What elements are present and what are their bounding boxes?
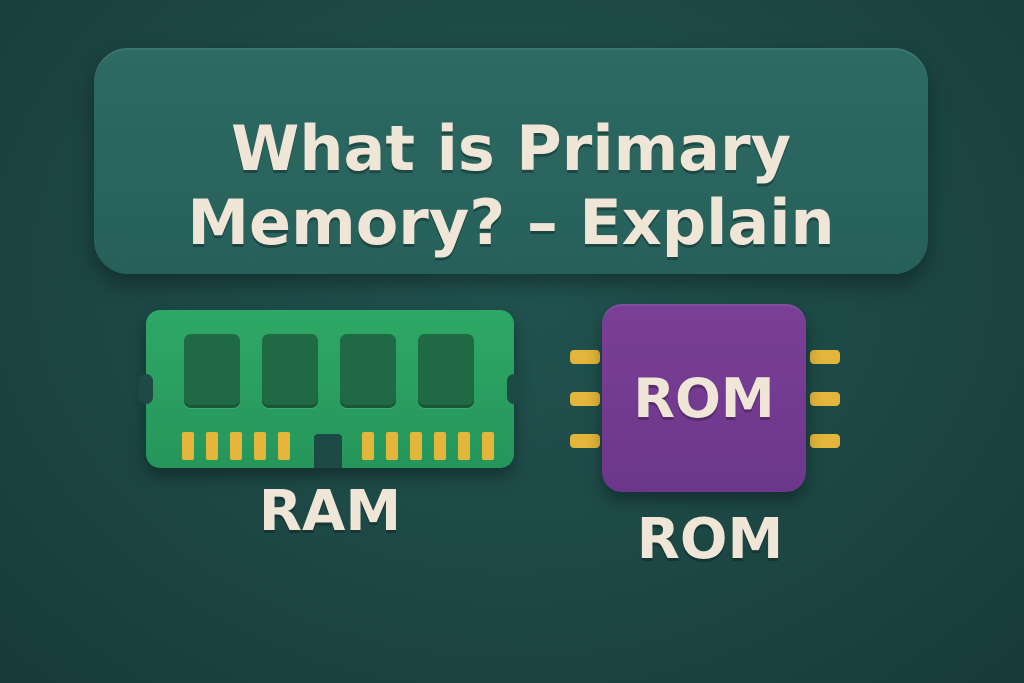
title-line-1: What is Primary <box>230 112 792 185</box>
ram-memory-chip <box>184 334 240 408</box>
rom-label: ROM <box>636 507 784 572</box>
ram-side-notch-right <box>507 374 521 404</box>
ram-contact-pin <box>230 432 242 460</box>
ram-contact-pin <box>458 432 470 460</box>
ram-memory-chip <box>418 334 474 408</box>
rom-chip-icon: ROM <box>570 300 850 500</box>
ram-key-notch <box>314 434 342 468</box>
ram-memory-chip <box>340 334 396 408</box>
rom-pin-left <box>570 392 600 406</box>
ram-stick-icon <box>139 310 521 468</box>
ram-contact-pin <box>386 432 398 460</box>
ram-contact-pin <box>362 432 374 460</box>
rom-pin-left <box>570 350 600 364</box>
ram-contact-pin <box>254 432 266 460</box>
rom-pin-right <box>810 392 840 406</box>
rom-chip-text: ROM <box>633 366 775 430</box>
ram-label: RAM <box>258 479 402 544</box>
ram-contact-pin <box>206 432 218 460</box>
rom-chip-body <box>602 304 806 492</box>
rom-pin-left <box>570 434 600 448</box>
ram-contact-pin <box>278 432 290 460</box>
ram-contact-pin <box>482 432 494 460</box>
ram-contact-pin <box>434 432 446 460</box>
rom-pin-right <box>810 350 840 364</box>
title-card: What is Primary Memory? – Explain <box>94 48 928 274</box>
ram-contact-pin <box>182 432 194 460</box>
ram-contact-pin <box>410 432 422 460</box>
rom-pin-right <box>810 434 840 448</box>
title-line-2: Memory? – Explain <box>187 186 835 259</box>
ram-memory-chip <box>262 334 318 408</box>
ram-side-notch-left <box>139 374 153 404</box>
